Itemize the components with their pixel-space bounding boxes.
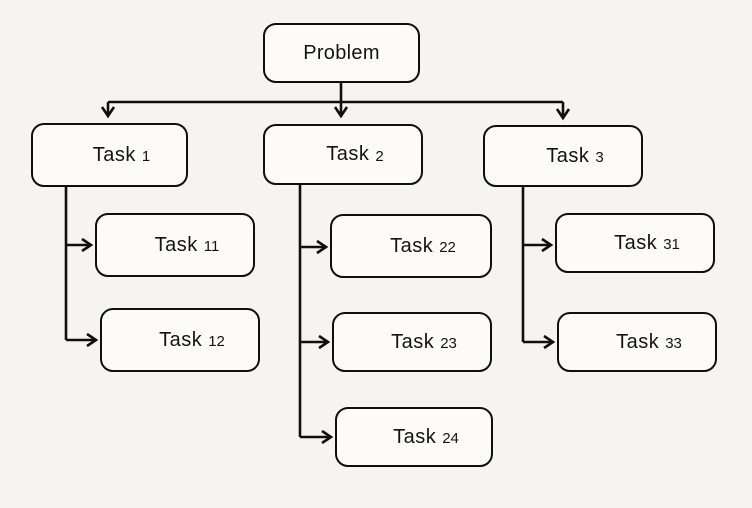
node-problem-label: Problem (303, 41, 380, 64)
node-task22: Task 22 (330, 214, 492, 278)
node-task22-number: 22 (439, 239, 456, 256)
node-task23-label: Task (391, 330, 435, 353)
node-task31-number: 31 (663, 236, 680, 253)
node-task3-label: Task (546, 144, 590, 167)
node-task11: Task 11 (95, 213, 255, 277)
node-task23: Task 23 (332, 312, 492, 372)
node-task2-number: 2 (375, 147, 384, 165)
node-problem: Problem (263, 23, 420, 83)
node-task2: Task 2 (263, 124, 423, 185)
node-task33: Task 33 (557, 312, 717, 372)
node-task33-number: 33 (665, 335, 682, 352)
node-task24-label: Task (393, 425, 437, 448)
node-task1: Task 1 (31, 123, 188, 187)
node-task12-number: 12 (208, 333, 225, 350)
node-task12-label: Task (159, 328, 203, 351)
node-task11-number: 11 (203, 238, 220, 255)
node-task3: Task 3 (483, 125, 643, 187)
node-task33-label: Task (616, 330, 660, 353)
node-task24-number: 24 (442, 430, 459, 447)
node-task12: Task 12 (100, 308, 260, 372)
node-task22-label: Task (390, 234, 434, 257)
node-task24: Task 24 (335, 407, 493, 467)
node-task23-number: 23 (440, 335, 457, 352)
node-task1-number: 1 (141, 148, 151, 165)
node-task31-label: Task (614, 231, 658, 254)
node-task11-label: Task (154, 233, 198, 256)
node-task3-number: 3 (595, 149, 604, 166)
node-task2-label: Task (326, 143, 370, 165)
node-task31: Task 31 (555, 213, 715, 273)
node-task1-label: Task (92, 143, 136, 166)
